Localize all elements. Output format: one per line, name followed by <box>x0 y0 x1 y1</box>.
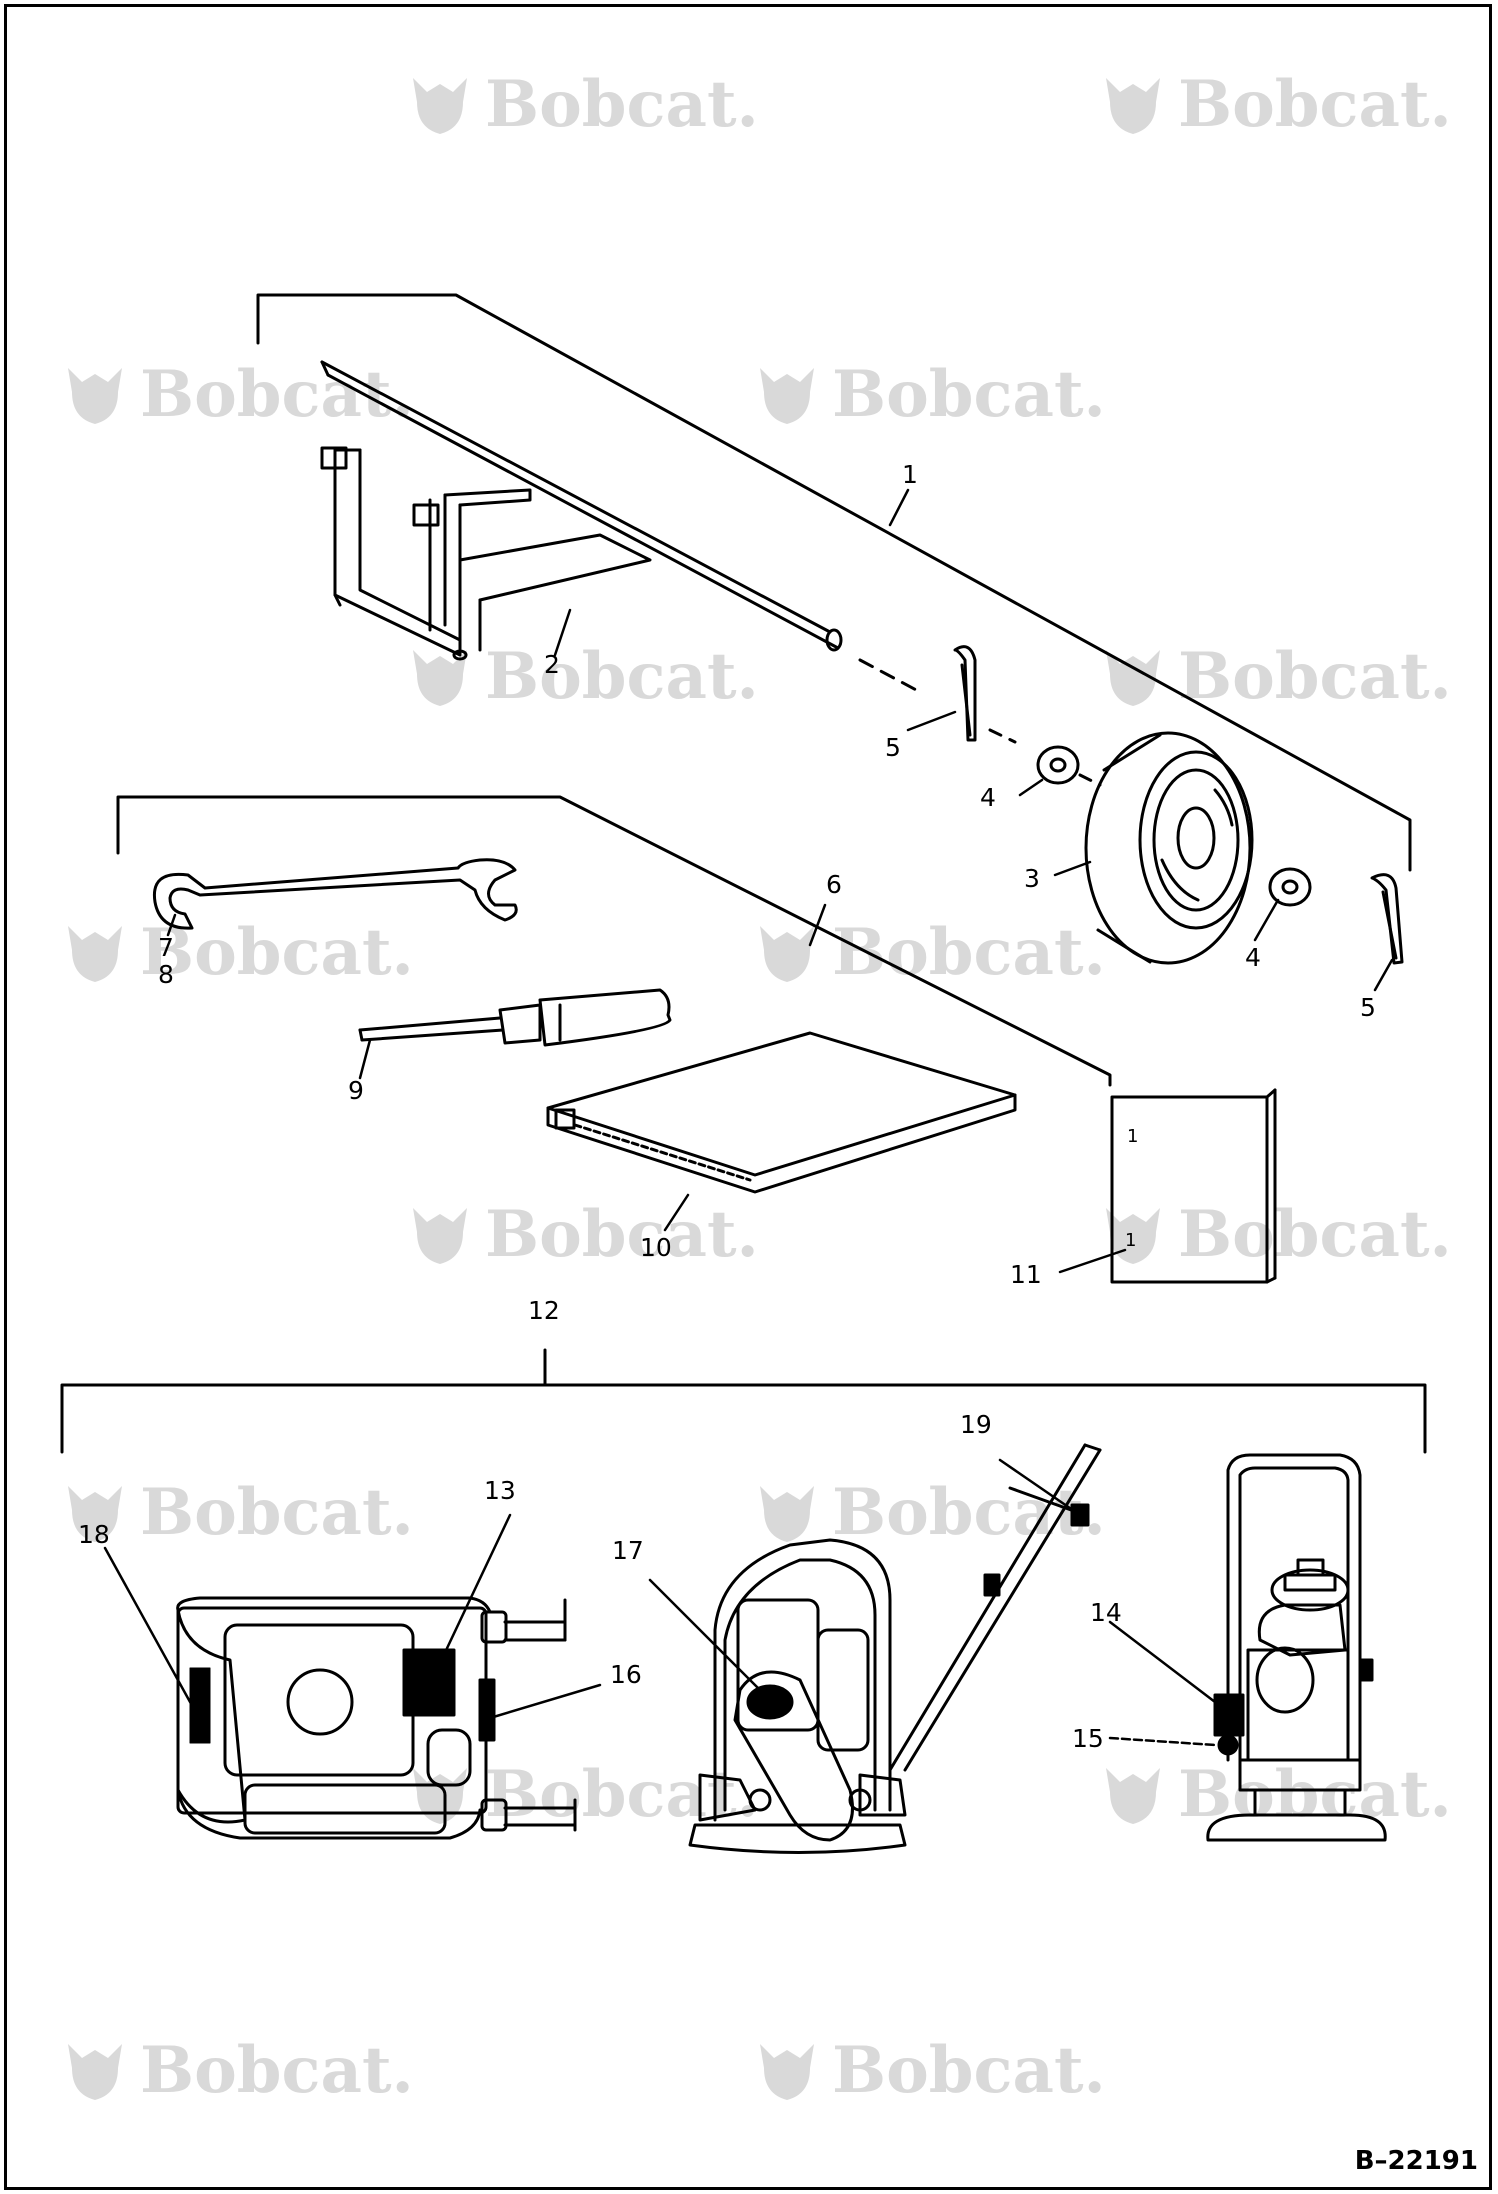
watermark: Bobcat. <box>60 360 414 430</box>
part-4-washer <box>1036 745 1080 785</box>
bobcat-logo-icon <box>68 368 122 424</box>
part-10-tool-bag <box>546 1031 1017 1194</box>
bobcat-logo-icon <box>760 368 814 424</box>
part-9-screwdriver <box>358 988 672 1047</box>
callout-6: 6 <box>826 870 842 899</box>
bobcat-logo-icon <box>1106 78 1160 134</box>
callout-5: 5 <box>1360 993 1376 1022</box>
part-3-wheel <box>1084 731 1254 965</box>
machine-top-view <box>176 1596 577 1840</box>
axle-shaft <box>320 360 922 694</box>
callout-12: 12 <box>528 1296 560 1325</box>
drawing-code: B–22191 <box>1354 2146 1478 2176</box>
callout-4: 4 <box>1245 943 1261 972</box>
callout-17: 17 <box>612 1536 644 1565</box>
watermark: Bobcat. <box>60 918 414 988</box>
callout-5: 5 <box>885 733 901 762</box>
bracket-group-1 <box>256 293 1412 872</box>
part-4-washer <box>1268 867 1312 907</box>
callout-14: 14 <box>1090 1598 1122 1627</box>
bracket-group-6 <box>116 795 1112 1087</box>
watermark: Bobcat. <box>405 1760 759 1830</box>
bobcat-logo-icon <box>68 2044 122 2100</box>
bobcat-logo-icon <box>68 1486 122 1542</box>
callout-15: 15 <box>1072 1724 1104 1753</box>
watermark: Bobcat. <box>60 2036 414 2106</box>
bobcat-logo-icon <box>1106 1768 1160 1824</box>
watermark: Bobcat. <box>1098 70 1452 140</box>
bobcat-logo-icon <box>1106 650 1160 706</box>
watermark: Bobcat. <box>60 1478 414 1548</box>
watermark: Bobcat. <box>1098 1200 1452 1270</box>
leader-lines <box>103 488 1394 1747</box>
callout-19: 19 <box>960 1410 992 1439</box>
machine-rear-view <box>688 1443 1102 1854</box>
callout-1: 1 <box>902 460 918 489</box>
watermark: Bobcat. <box>1098 642 1452 712</box>
watermark: Bobcat. <box>752 360 1106 430</box>
bobcat-logo-icon <box>1106 1208 1160 1264</box>
callout-16: 16 <box>610 1660 642 1689</box>
callout-9: 9 <box>348 1076 364 1105</box>
watermark: Bobcat. <box>405 70 759 140</box>
watermark: Bobcat. <box>752 918 1106 988</box>
callout-3: 3 <box>1024 864 1040 893</box>
manual-mark-top: 1 <box>1127 1126 1139 1147</box>
drawing-frame <box>4 4 1492 2190</box>
machine-side-view <box>1206 1453 1387 1842</box>
bobcat-logo-icon <box>760 1486 814 1542</box>
part-11-manual <box>1110 1088 1277 1284</box>
part-2-frame <box>320 446 652 661</box>
bracket-group-12 <box>60 1348 1427 1454</box>
part-7-wrench <box>152 858 518 930</box>
watermark: Bobcat. <box>405 642 759 712</box>
bobcat-logo-icon <box>413 1208 467 1264</box>
callout-13: 13 <box>484 1476 516 1505</box>
bobcat-logo-icon <box>760 926 814 982</box>
callout-2: 2 <box>544 650 560 679</box>
callout-10: 10 <box>640 1233 672 1262</box>
callout-18: 18 <box>78 1520 110 1549</box>
bobcat-logo-icon <box>68 926 122 982</box>
callout-7: 7 <box>158 933 174 962</box>
watermark: Bobcat. <box>752 2036 1106 2106</box>
part-5-cotter-pin <box>1370 873 1404 965</box>
bobcat-logo-icon <box>413 1768 467 1824</box>
part-5-cotter-pin <box>953 645 977 742</box>
bobcat-logo-icon <box>413 78 467 134</box>
callout-11: 11 <box>1010 1260 1042 1289</box>
manual-mark-bottom: 1 <box>1125 1230 1137 1251</box>
bobcat-logo-icon <box>413 650 467 706</box>
callout-4: 4 <box>980 783 996 812</box>
callout-8: 8 <box>158 960 174 989</box>
bobcat-logo-icon <box>760 2044 814 2100</box>
watermark: Bobcat. <box>405 1200 759 1270</box>
